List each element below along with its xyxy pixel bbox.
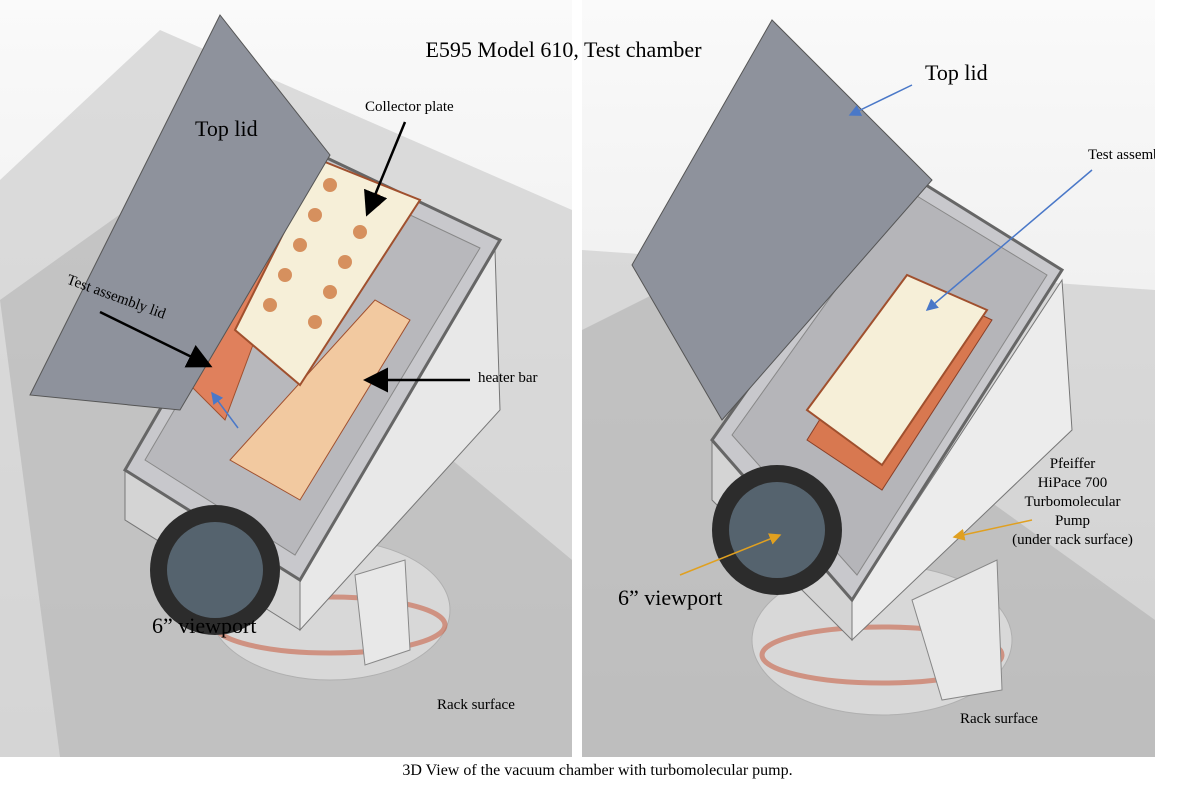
viewport-arrow — [679, 533, 782, 576]
label-top-lid: Top lid — [195, 116, 258, 141]
right-render-panel: Top lid Test assembly 6” viewport Rack s… — [582, 0, 1155, 757]
pump-line: Pfeiffer — [1049, 456, 1096, 472]
viewport-glass — [167, 522, 263, 618]
pump-controller — [354, 559, 411, 666]
top-lid — [631, 19, 933, 421]
right-chamber-render — [582, 0, 1155, 757]
test-assembly-arrow — [925, 169, 1093, 311]
left-chamber-render — [0, 0, 572, 757]
label-collector-plate: Collector plate — [365, 99, 454, 115]
left-render-panel: Top lid Collector plate Test assembly li… — [0, 0, 572, 757]
label-top-lid: Top lid — [925, 60, 988, 85]
heater-bar — [229, 299, 411, 501]
label-viewport: 6” viewport — [618, 585, 723, 610]
pump-line: Turbomolecular — [1024, 494, 1121, 510]
figure-caption: 3D View of the vacuum chamber with turbo… — [402, 762, 793, 779]
collector-plate-arrow — [364, 121, 407, 217]
label-rack-surface: Rack surface — [960, 711, 1038, 727]
label-viewport: 6” viewport — [152, 613, 257, 638]
pump-line: HiPace 700 — [1037, 475, 1108, 491]
test-assembly-lid-arrow — [99, 310, 213, 368]
label-pump: Pfeiffer HiPace 700 Turbomolecular Pump … — [985, 455, 1160, 550]
top-lid-arrow — [848, 84, 913, 116]
label-test-assembly: Test assembly — [1088, 147, 1155, 163]
pump-line: Pump — [1054, 513, 1090, 529]
viewport-glass — [729, 482, 825, 578]
chamber-side — [851, 278, 1073, 642]
test-assembly — [805, 273, 989, 467]
pump-line: (under rack surface) — [1012, 532, 1133, 548]
pump-controller — [911, 559, 1003, 701]
label-rack-surface: Rack surface — [437, 697, 515, 713]
label-heater-bar: heater bar — [478, 370, 538, 386]
top-lid — [29, 14, 331, 411]
figure-title: E595 Model 610, Test chamber — [425, 37, 702, 62]
pump-arrow — [952, 519, 1033, 541]
